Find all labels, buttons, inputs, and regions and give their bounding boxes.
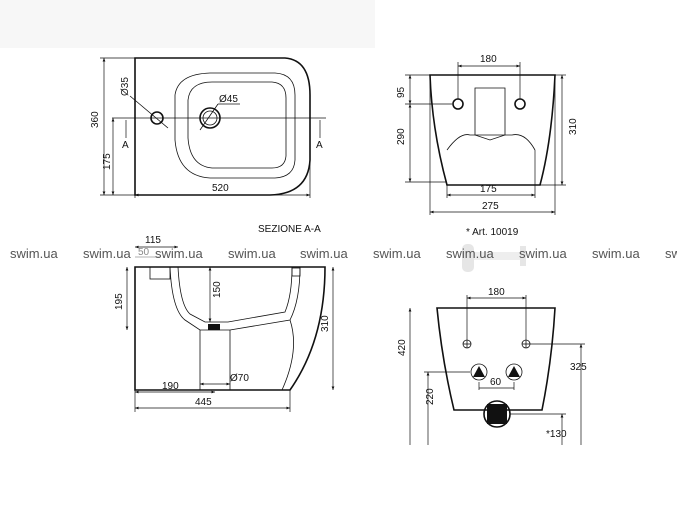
width-520-label: 520: [212, 183, 229, 194]
header-band: [0, 0, 375, 48]
dia-45-label: Ø45: [219, 94, 238, 105]
rear-325-label: 325: [570, 362, 587, 373]
watermark-row: swim.ua swim.ua swim.ua swim.ua swim.ua …: [10, 246, 677, 261]
front-180-label: 180: [480, 54, 497, 65]
section-70-label: Ø70: [230, 373, 249, 384]
rear-180-label: 180: [488, 287, 505, 298]
height-175-label: 175: [102, 153, 113, 170]
front-175-label: 175: [480, 184, 497, 195]
section-mark-left: A: [122, 140, 129, 151]
watermark: swim.ua: [10, 246, 58, 261]
watermark: swim.ua: [373, 246, 421, 261]
section-title: SEZIONE A-A: [258, 224, 321, 235]
section-195-label: 195: [114, 293, 125, 310]
accessory-label: * Art. 10019: [466, 227, 519, 238]
section-310-label: 310: [320, 315, 331, 332]
watermark: swim.ua: [300, 246, 348, 261]
watermark: swim.ua: [83, 246, 131, 261]
watermark: swim.ua: [155, 246, 203, 261]
section-view: SEZIONE A-A 115 50 195 150 310 190 Ø70 4…: [114, 224, 335, 412]
section-mark-right: A: [316, 140, 323, 151]
rear-420-label: 420: [397, 339, 408, 356]
rear-60-label: 60: [490, 377, 502, 388]
watermark: swim.ua: [519, 246, 567, 261]
front-95-label: 95: [396, 86, 407, 98]
tap-hole: [150, 111, 164, 125]
section-445-label: 445: [195, 397, 212, 408]
front-290-label: 290: [396, 128, 407, 145]
front-view: 180 95 290 310 175 275: [396, 54, 579, 215]
drain-hole: [199, 107, 221, 129]
accessory-siphon: * Art. 10019: [462, 227, 526, 272]
section-50-label: 50: [138, 247, 150, 258]
watermark: swim.ua: [665, 246, 677, 261]
watermark: swim.ua: [592, 246, 640, 261]
watermark: swim.ua: [228, 246, 276, 261]
rear-130-label: *130: [546, 429, 567, 440]
section-190-label: 190: [162, 381, 179, 392]
dia-35-label: Ø35: [120, 77, 131, 96]
rear-220-label: 220: [425, 388, 436, 405]
watermark: swim.ua: [446, 246, 494, 261]
rear-view: 180 420 220 60 325 *130: [397, 287, 587, 445]
height-360-label: 360: [90, 111, 101, 128]
top-view: Ø35 Ø45 360 175 A A 520: [90, 57, 326, 198]
front-310-label: 310: [568, 118, 579, 135]
front-275-label: 275: [482, 201, 499, 212]
section-150-label: 150: [212, 281, 223, 298]
section-115-label: 115: [145, 235, 161, 246]
